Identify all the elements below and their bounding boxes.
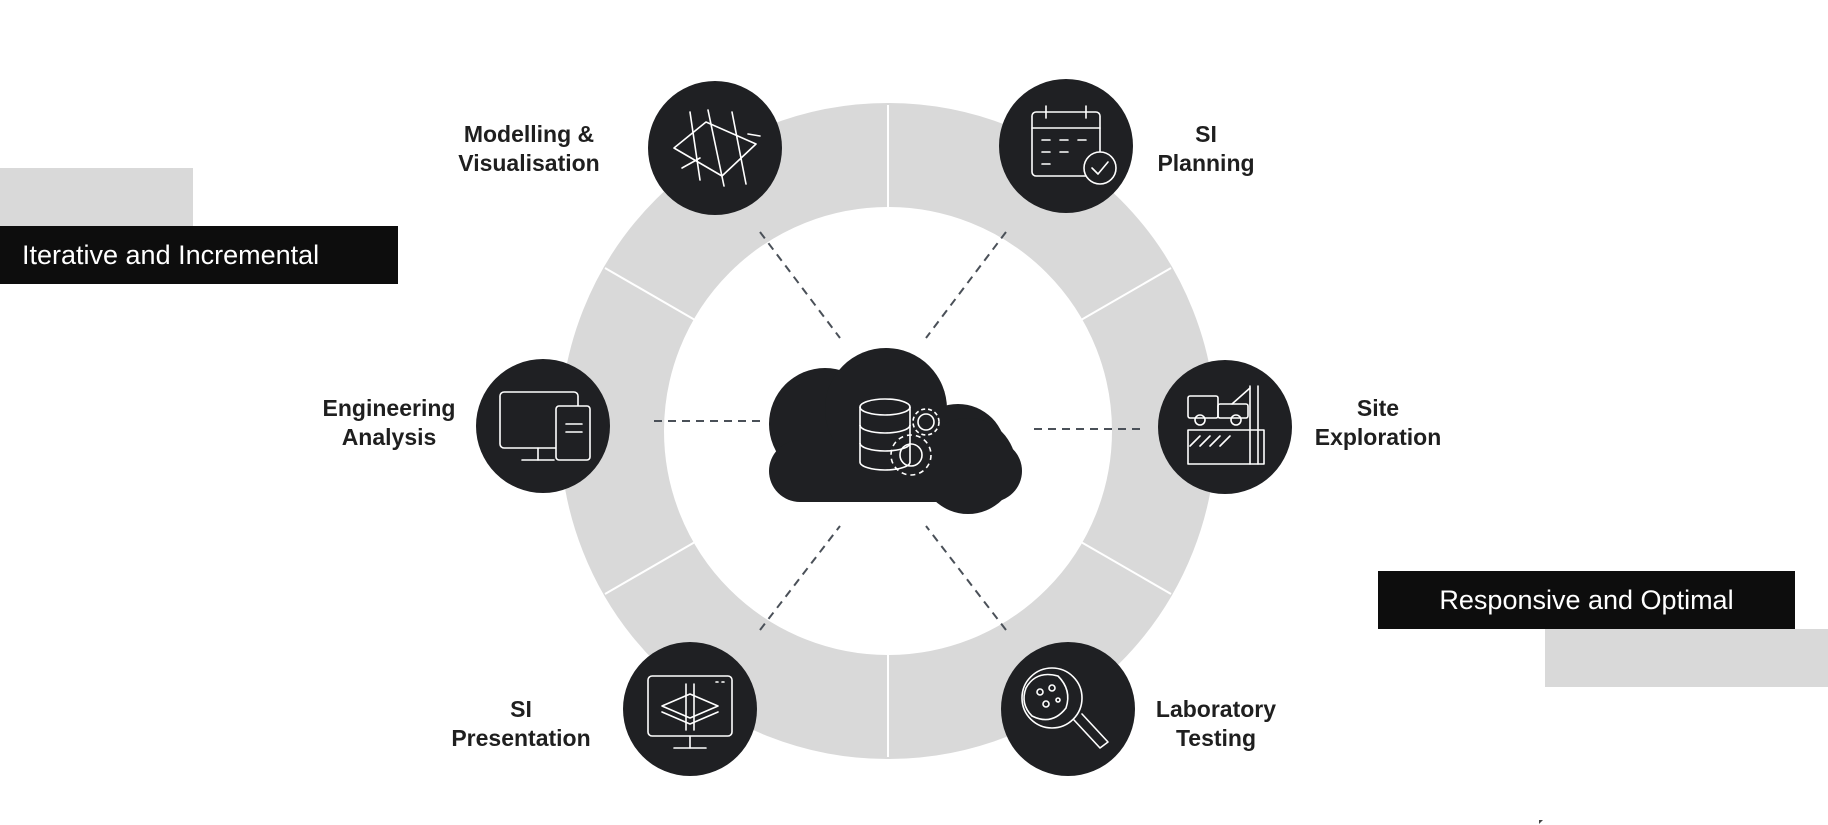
label-laboratory: Laboratory Testing	[1155, 696, 1277, 751]
banner-right-text: Responsive and Optimal	[1439, 584, 1734, 615]
left-accent-strip	[0, 168, 193, 226]
node-si-presentation	[623, 642, 757, 776]
banner-left: Iterative and Incremental	[0, 226, 398, 284]
banner-left-text: Iterative and Incremental	[22, 239, 320, 270]
node-site	[1158, 360, 1292, 494]
ring-separator	[1080, 267, 1172, 321]
connector-laboratory	[925, 525, 1007, 631]
magnifier-sample-icon	[1021, 667, 1109, 749]
node-laboratory	[1001, 642, 1135, 776]
cloud-database-gears-icon	[769, 348, 1022, 514]
calendar-check-icon	[1031, 105, 1117, 185]
label-site: Site Exploration	[1314, 395, 1442, 450]
label-si-presentation: SI Presentation	[451, 696, 591, 751]
ring-separator	[1080, 541, 1172, 595]
ring-separators	[604, 105, 1172, 757]
right-accent-strip	[1545, 629, 1828, 687]
terrain-model-icon	[673, 109, 761, 187]
label-modelling: Modelling & Visualisation	[458, 121, 600, 176]
node-si-planning	[999, 79, 1133, 213]
monitor-layers-icon	[647, 675, 733, 749]
ring-separator	[604, 541, 696, 595]
connectors	[654, 231, 1140, 631]
computer-tower-icon	[499, 391, 591, 461]
connector-si-planning	[925, 231, 1007, 339]
drilling-rig-icon	[1187, 385, 1265, 465]
connector-si-presentation	[759, 525, 841, 631]
label-si-planning: SI Planning	[1157, 121, 1255, 176]
label-engineering: Engineering Analysis	[322, 395, 456, 450]
mouse-pointer-icon	[1539, 820, 1543, 824]
banner-right: Responsive and Optimal	[1378, 571, 1795, 629]
node-modelling	[648, 81, 782, 215]
ring-separator	[604, 267, 696, 321]
connector-modelling	[759, 231, 841, 339]
